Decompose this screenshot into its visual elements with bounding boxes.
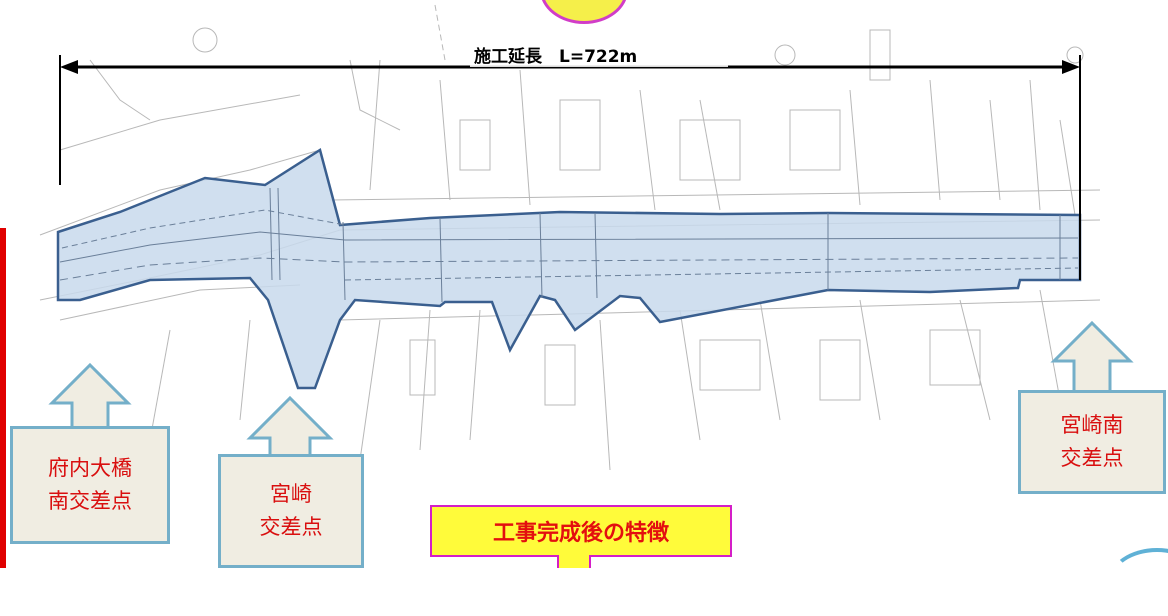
arrow-miyazaki (246, 395, 334, 458)
post-completion-features-button[interactable]: 工事完成後の特徴 (430, 505, 732, 557)
callout-funai-ohashi-minami-intersection: 府内大橋 南交差点 (10, 426, 170, 544)
callout-line2: 交差点 (259, 515, 323, 539)
arrow-funai (48, 362, 132, 430)
construction-area-polygon (56, 148, 1082, 390)
callout-line1: 府内大橋 (48, 456, 132, 480)
road-plan-drawing (39, 4, 1134, 471)
feature-box-arrow-stem (557, 555, 591, 568)
callout-line1: 宮崎南 (1060, 413, 1124, 437)
callout-arrows (48, 320, 1134, 458)
arrow-minami (1050, 320, 1134, 394)
callout-line2: 交差点 (1060, 446, 1124, 470)
corner-decoration (1108, 548, 1168, 616)
callout-line1: 宮崎 (270, 482, 312, 506)
lane-lines (59, 187, 1079, 303)
construction-length-label: 施工延長 L=722m (470, 42, 728, 67)
callout-miyazaki-minami-intersection: 宮崎南 交差点 (1018, 390, 1166, 494)
callout-line2: 南交差点 (48, 489, 132, 513)
callout-miyazaki-intersection: 宮崎 交差点 (218, 454, 364, 568)
length-dimension-arrow (59, 55, 1081, 280)
left-red-bar (0, 228, 6, 568)
